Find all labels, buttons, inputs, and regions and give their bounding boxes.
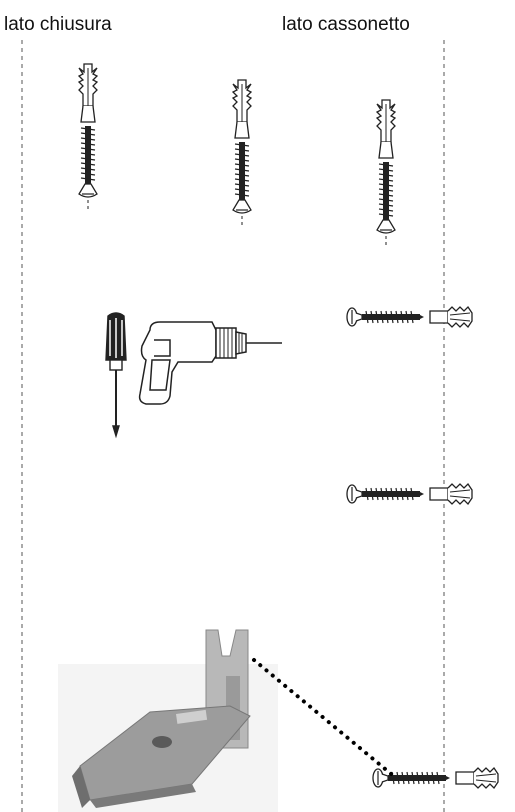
fastener-horizontal-2 xyxy=(346,483,473,505)
label-lato-cassonetto: lato cassonetto xyxy=(282,14,410,35)
mounting-bracket-photo xyxy=(58,629,278,812)
fastener-horizontal-3 xyxy=(372,767,499,789)
fastener-vertical-2 xyxy=(232,79,252,227)
fastener-vertical-1 xyxy=(78,63,98,211)
screwdriver-icon xyxy=(105,312,127,439)
fastener-vertical-3 xyxy=(376,99,396,247)
dotted-leader-line xyxy=(252,658,398,780)
fastener-horizontal-1 xyxy=(346,306,473,328)
electric-drill-icon xyxy=(138,321,282,405)
label-lato-chiusura: lato chiusura xyxy=(4,14,112,35)
